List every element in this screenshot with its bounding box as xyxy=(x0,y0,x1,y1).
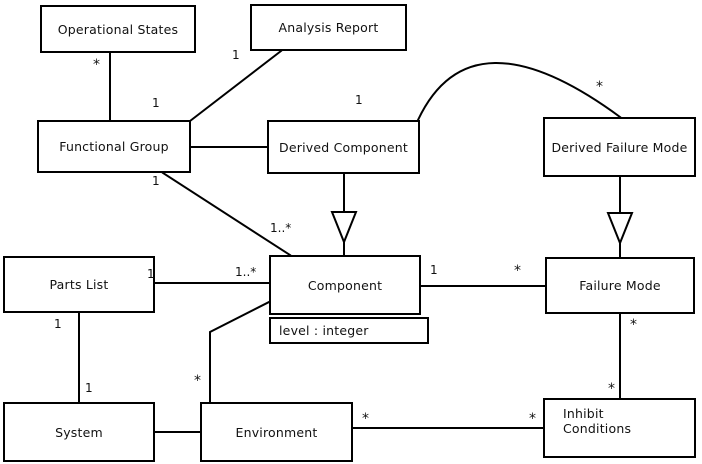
assoc-environment-component xyxy=(209,300,271,403)
class-box-component[interactable]: Component xyxy=(269,255,421,315)
multiplicity-m-dcomp-dfm: * xyxy=(596,79,603,95)
multiplicity-m-opstates-fg: * xyxy=(93,57,100,73)
class-box-derived-failure-mode[interactable]: Derived Failure Mode xyxy=(543,117,696,177)
class-name-analysis-report: Analysis Report xyxy=(278,20,379,35)
class-box-inhibit-conditions[interactable]: Inhibit Conditions xyxy=(543,398,696,458)
class-name-inhibit-conditions: Inhibit Conditions xyxy=(563,406,632,436)
gen-derived-component-to-component-arrowhead xyxy=(330,211,358,245)
class-name-parts-list: Parts List xyxy=(49,277,109,292)
class-name-environment: Environment xyxy=(235,424,318,440)
multiplicity-m-fg-dcomp: 1 xyxy=(355,93,363,107)
multiplicity-m-component-fm: 1 xyxy=(430,263,438,277)
class-box-system[interactable]: System xyxy=(3,402,155,462)
multiplicity-m-inhibit-fm: * xyxy=(608,381,615,397)
multiplicity-m-system-partslist: 1 xyxy=(85,381,93,395)
multiplicity-m-report-fg: 1 xyxy=(232,48,240,62)
multiplicity-m-partslist-component: 1 xyxy=(147,267,155,281)
class-box-failure-mode[interactable]: Failure Mode xyxy=(545,257,695,314)
multiplicity-m-fg-opstates: 1 xyxy=(152,96,160,110)
class-name-operational-states: Operational States xyxy=(57,21,179,37)
class-box-environment[interactable]: Environment xyxy=(200,402,353,462)
multiplicity-m-env-component: * xyxy=(194,373,201,389)
assoc-derived-component-derived-failure-mode xyxy=(416,62,622,122)
class-box-parts-list[interactable]: Parts List xyxy=(3,256,155,313)
class-name-derived-component: Derived Component xyxy=(279,139,408,155)
multiplicity-m-partslist-system: 1 xyxy=(54,317,62,331)
assoc-analysis-report-functional-group xyxy=(188,49,283,123)
multiplicity-m-fg-report: 1 xyxy=(152,174,160,188)
class-box-derived-component[interactable]: Derived Component xyxy=(267,120,420,174)
attribute-compartment-component-attributes: level : integer xyxy=(269,317,429,344)
class-name-system: System xyxy=(55,424,103,440)
multiplicity-m-fm-inhibit: * xyxy=(630,317,637,333)
class-name-failure-mode: Failure Mode xyxy=(579,278,661,293)
association-lines xyxy=(78,49,622,433)
multiplicity-m-inhibit-env: * xyxy=(529,411,536,427)
generalization-arrows xyxy=(330,174,634,257)
gen-derived-failure-mode-to-failure-mode-arrowhead xyxy=(606,212,634,246)
multiplicity-m-fg-component: 1..* xyxy=(270,221,292,235)
class-name-component: Component xyxy=(307,277,383,293)
class-box-operational-states[interactable]: Operational States xyxy=(40,5,196,53)
class-box-analysis-report[interactable]: Analysis Report xyxy=(250,4,407,51)
multiplicity-m-fm-component: * xyxy=(514,263,521,279)
class-box-functional-group[interactable]: Functional Group xyxy=(37,120,191,173)
assoc-functional-group-component xyxy=(161,171,292,257)
multiplicity-m-env-inhibit: * xyxy=(362,411,369,427)
multiplicity-m-component-partslist: 1..* xyxy=(235,265,257,279)
class-name-derived-failure-mode: Derived Failure Mode xyxy=(551,139,688,155)
class-name-functional-group: Functional Group xyxy=(59,139,169,154)
